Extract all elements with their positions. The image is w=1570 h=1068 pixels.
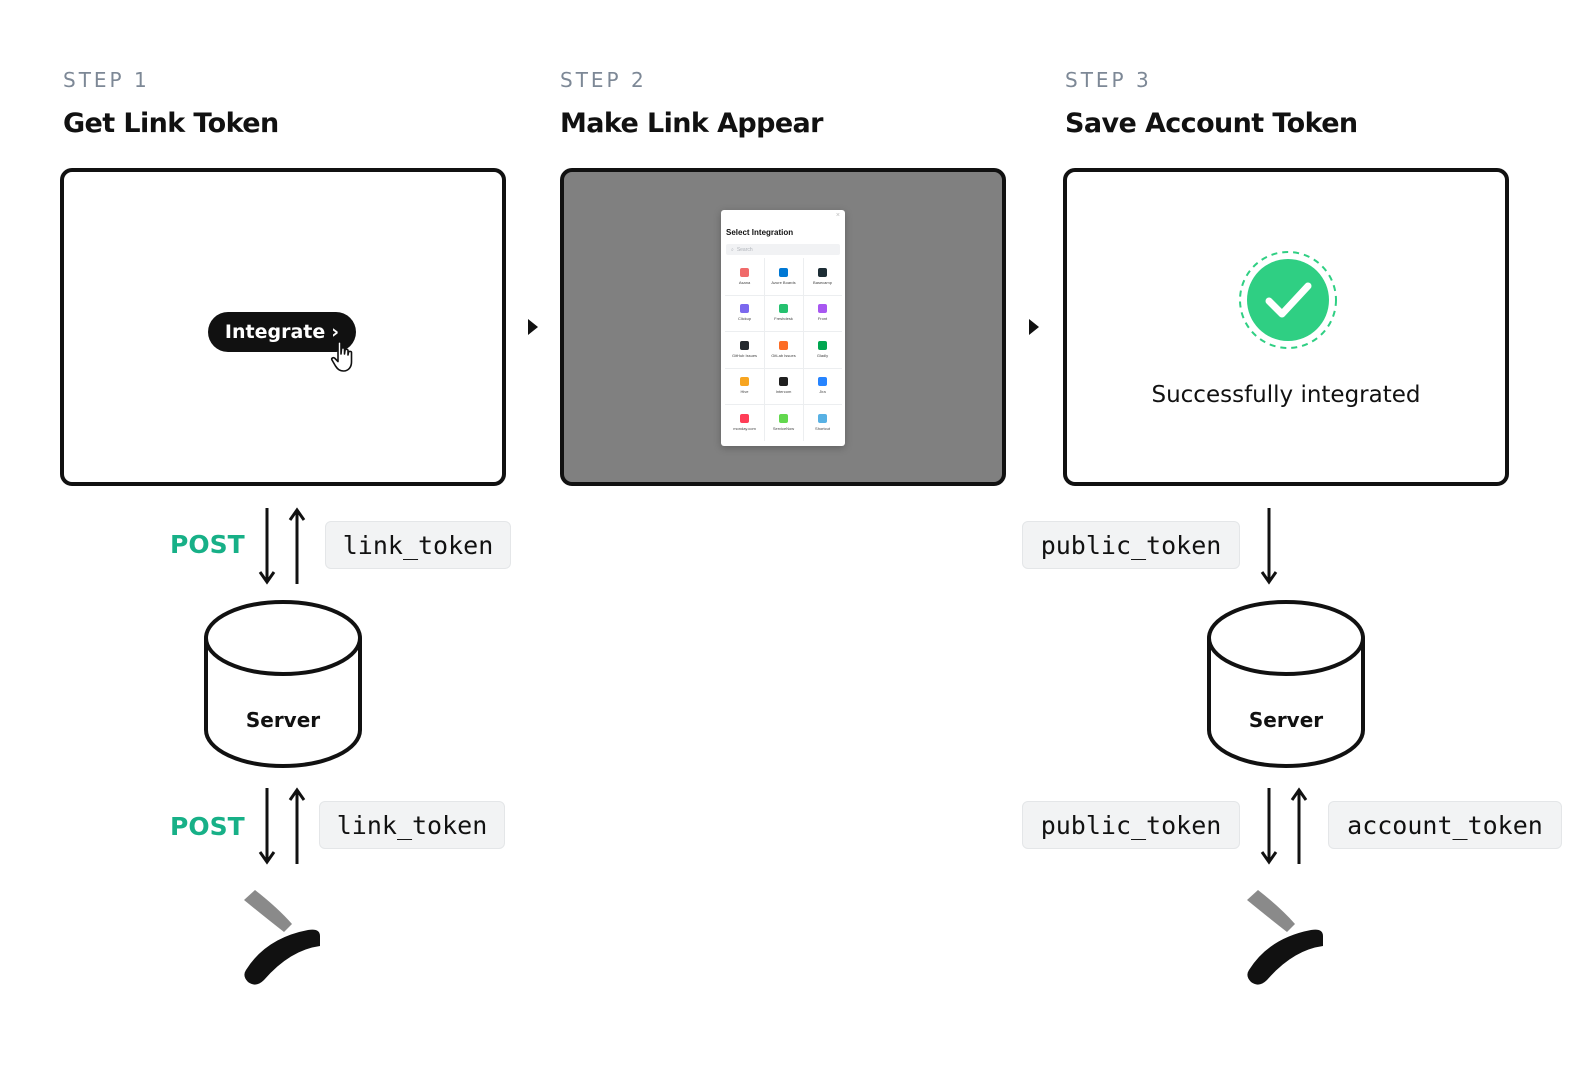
- bidirectional-arrows: [258, 787, 306, 865]
- integration-logo-icon: [740, 304, 749, 313]
- integration-tile[interactable]: Front: [805, 296, 841, 330]
- integration-name: GitHub Issues: [731, 352, 758, 358]
- integration-tile[interactable]: Freshdesk: [766, 296, 802, 330]
- integration-name: Hive: [740, 389, 749, 394]
- step-1-screen: Integrate ›: [60, 168, 506, 486]
- integration-name: Azure Boards: [771, 279, 796, 285]
- public-token-chip: public_token: [1022, 801, 1240, 849]
- step-1-label: STEP 1: [63, 68, 150, 92]
- step-2-label: STEP 2: [560, 68, 647, 92]
- integration-logo-icon: [779, 340, 788, 350]
- grid-divider: [803, 258, 804, 441]
- grid-divider: [725, 331, 842, 332]
- step-2-title: Make Link Appear: [560, 108, 823, 139]
- logo-icon: [244, 890, 320, 985]
- integration-tile[interactable]: Intercom: [766, 369, 802, 403]
- integration-logo-icon: [779, 304, 788, 313]
- integration-name: Clickup: [737, 316, 752, 321]
- integration-name: Basecamp: [813, 279, 832, 285]
- integration-logo-icon: [818, 267, 827, 277]
- post-label: POST: [170, 530, 245, 559]
- integration-logo-icon: [779, 267, 788, 277]
- link-token-chip: link_token: [325, 521, 511, 569]
- grid-divider: [764, 258, 765, 441]
- integration-logo-icon: [740, 340, 749, 350]
- step-3-title: Save Account Token: [1065, 108, 1358, 139]
- bidirectional-arrows: [258, 507, 306, 585]
- integration-tile[interactable]: ServiceNow: [766, 405, 802, 439]
- grid-divider: [725, 404, 842, 405]
- integration-logo-icon: [740, 267, 749, 277]
- step-3-label: STEP 3: [1065, 68, 1152, 92]
- select-integration-modal: Select Integration × ⌕ Search Asana Azure…: [721, 210, 845, 446]
- server-label: Server: [245, 708, 321, 732]
- integration-logo-icon: [818, 377, 827, 386]
- arrow-right-icon: [528, 319, 538, 335]
- integration-logo-icon: [818, 413, 827, 423]
- integration-name: Asana: [738, 279, 751, 285]
- integration-name: Gladly: [816, 352, 829, 358]
- cursor-hand-icon: [330, 341, 353, 372]
- grid-divider: [725, 294, 842, 296]
- integration-tile[interactable]: monday.com: [727, 405, 763, 439]
- integration-tile[interactable]: Clickup: [727, 296, 763, 330]
- integration-tile[interactable]: Gladly: [805, 332, 841, 366]
- arrow-right-icon: [1029, 319, 1039, 335]
- integration-logo-icon: [740, 413, 749, 423]
- integration-name: Intercom: [775, 389, 792, 394]
- close-icon[interactable]: ×: [835, 212, 840, 219]
- integration-logo-icon: [779, 413, 788, 423]
- bidirectional-arrows: [1260, 787, 1308, 865]
- integration-name: monday.com: [733, 425, 756, 431]
- chevron-right-icon: ›: [331, 321, 340, 343]
- integration-tile[interactable]: GitLab Issues: [766, 332, 802, 366]
- search-placeholder: Search: [736, 246, 753, 253]
- integration-tile[interactable]: GitHub Issues: [727, 332, 763, 366]
- integration-name: GitLab Issues: [771, 352, 796, 358]
- search-input[interactable]: ⌕ Search: [726, 244, 840, 255]
- integration-logo-icon: [818, 304, 827, 313]
- integration-tile[interactable]: Jira: [805, 369, 841, 403]
- integration-name: Shortcut: [815, 425, 830, 431]
- integration-logo-icon: [779, 377, 788, 386]
- integration-logo-icon: [818, 340, 827, 350]
- integration-name: Freshdesk: [774, 316, 793, 321]
- step-2-screen: Select Integration × ⌕ Search Asana Azure…: [560, 168, 1006, 486]
- step-3-screen: Successfully integrated: [1063, 168, 1509, 486]
- integrate-button-label: Integrate: [224, 321, 326, 343]
- integrate-button[interactable]: Integrate ›: [208, 312, 356, 352]
- server-label: Server: [1248, 708, 1324, 732]
- integration-name: Front: [817, 316, 828, 321]
- check-icon: [1239, 251, 1337, 349]
- success-message: Successfully integrated: [1151, 382, 1421, 408]
- arrow-down-icon: [1260, 508, 1278, 585]
- integration-name: Jira: [819, 389, 826, 394]
- account-token-chip: account_token: [1328, 801, 1562, 849]
- post-label: POST: [170, 812, 245, 841]
- integration-tile[interactable]: Azure Boards: [766, 259, 802, 293]
- modal-title: Select Integration: [726, 228, 794, 237]
- step-1-title: Get Link Token: [63, 108, 279, 139]
- integration-tile[interactable]: Hive: [727, 369, 763, 403]
- database-icon: [1207, 600, 1365, 768]
- logo-icon: [1247, 890, 1323, 985]
- grid-divider: [725, 367, 842, 369]
- integration-tile[interactable]: Asana: [727, 259, 763, 293]
- integration-name: ServiceNow: [772, 425, 795, 431]
- public-token-chip: public_token: [1022, 521, 1240, 569]
- search-icon: ⌕: [731, 246, 734, 253]
- link-token-chip: link_token: [319, 801, 505, 849]
- integration-tile[interactable]: Shortcut: [805, 405, 841, 439]
- integration-logo-icon: [740, 377, 749, 386]
- integration-tile[interactable]: Basecamp: [805, 259, 841, 293]
- database-icon: [204, 600, 362, 768]
